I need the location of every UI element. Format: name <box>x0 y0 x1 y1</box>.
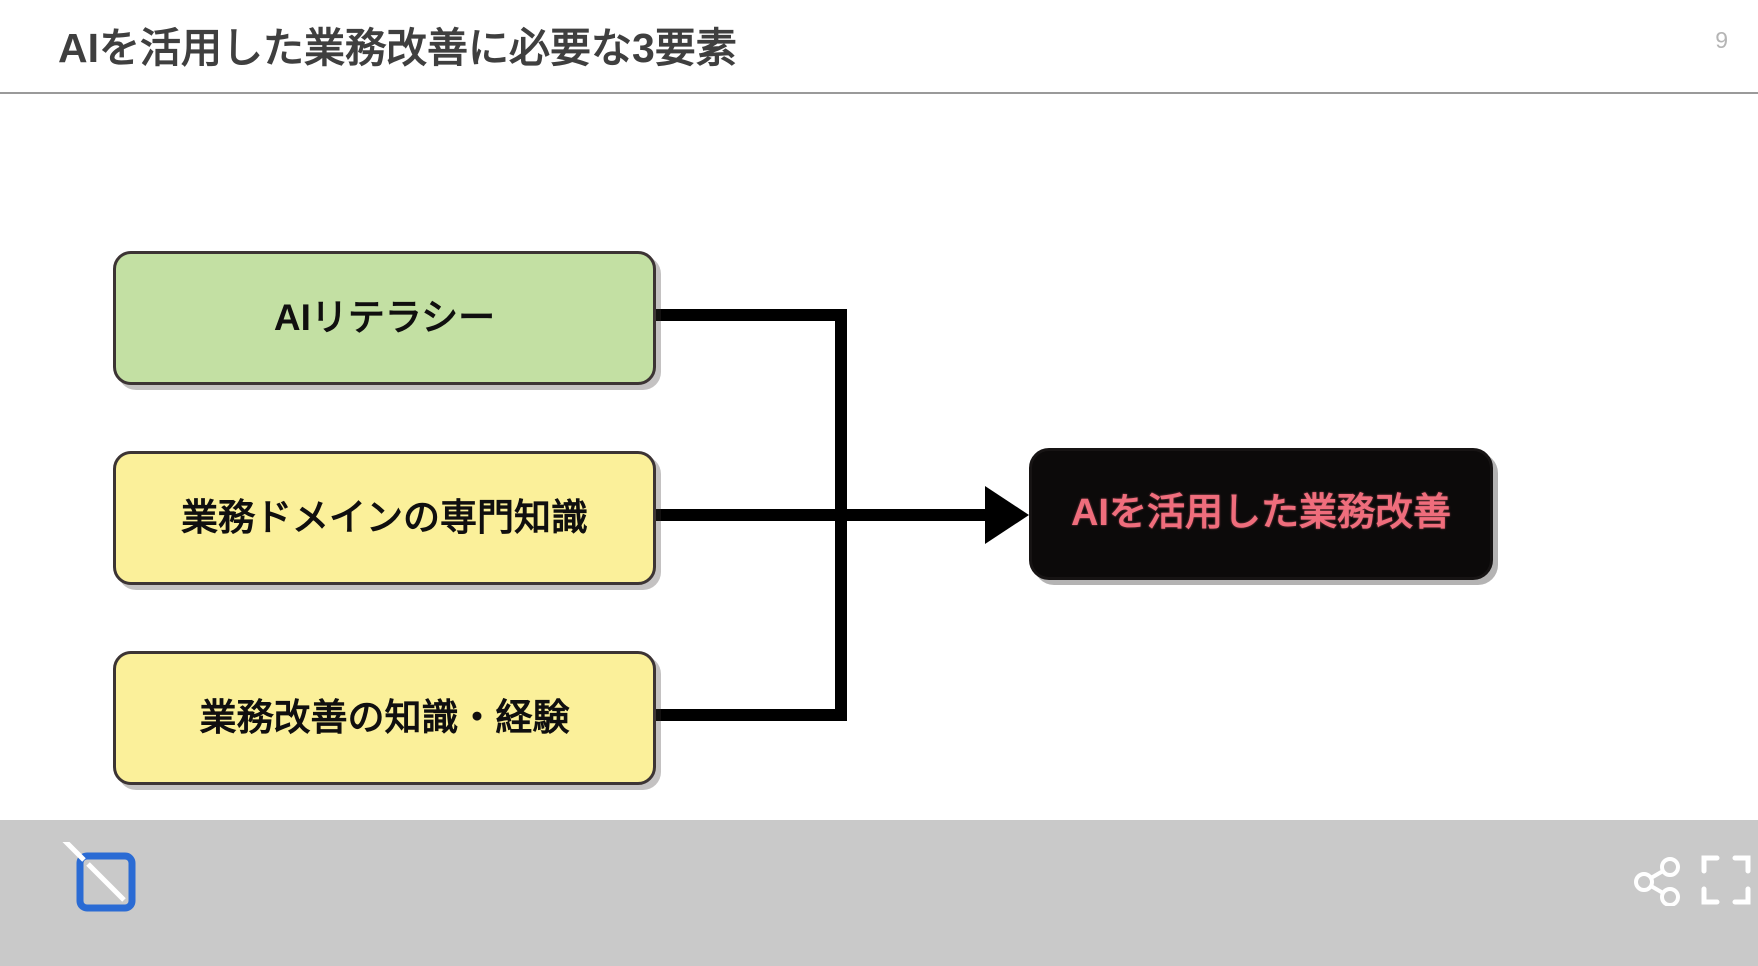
diagram-node-result[interactable]: AIを活用した業務改善 <box>1029 448 1493 580</box>
bottom-toolbar <box>0 820 1758 966</box>
page-number: 9 <box>1715 27 1728 53</box>
connector-line-main <box>653 509 1003 521</box>
header-divider <box>0 92 1758 94</box>
diagram-node-label: 業務ドメインの専門知識 <box>181 496 588 538</box>
share-icon[interactable] <box>1633 854 1685 911</box>
present-icon[interactable] <box>56 832 150 939</box>
fullscreen-icon[interactable] <box>1700 854 1752 911</box>
connector-line-bottom <box>653 709 847 721</box>
diagram-node-label: AIリテラシー <box>273 296 496 338</box>
diagram-node-label: AIを活用した業務改善 <box>1070 492 1451 535</box>
page-title: AIを活用した業務改善に必要な3要素 <box>58 25 737 71</box>
arrow-head-icon <box>985 486 1029 544</box>
diagram-node-domain-knowledge[interactable]: 業務ドメインの専門知識 <box>113 451 656 585</box>
diagram-node-ai-literacy[interactable]: AIリテラシー <box>113 251 656 385</box>
slide-header: AIを活用した業務改善に必要な3要素 9 <box>0 0 1758 94</box>
diagram-node-label: 業務改善の知識・経験 <box>199 696 570 738</box>
diagram-area: AIリテラシー 業務ドメインの専門知識 業務改善の知識・経験 AIを活用した業務… <box>0 93 1758 820</box>
connector-line-top <box>653 309 847 321</box>
diagram-node-kaizen-experience[interactable]: 業務改善の知識・経験 <box>113 651 656 785</box>
